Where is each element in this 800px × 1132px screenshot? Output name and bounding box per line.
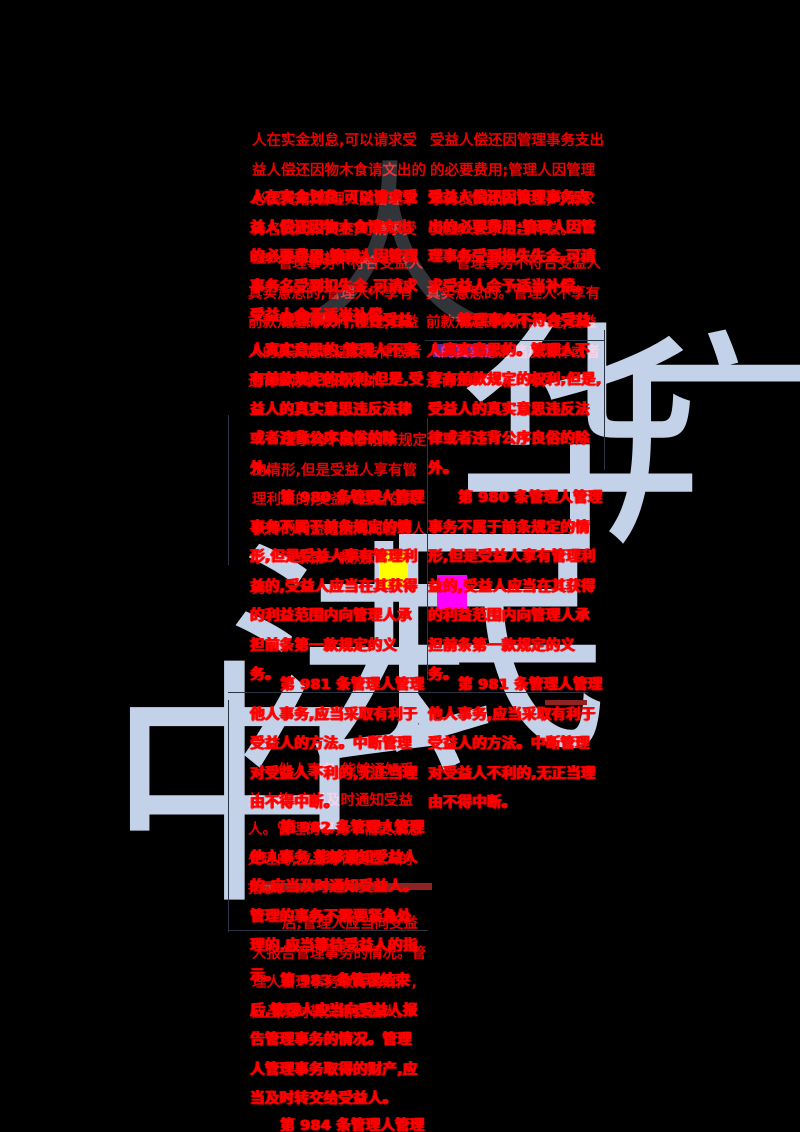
- paragraph-lp3: 第 980 条管理人管理事务不属于前条规定的情形,但是受益人享有管理利益的,受益…: [250, 484, 426, 691]
- article-heading-981-left: 管理人管理: [350, 677, 425, 693]
- left-article-984: 第 984 条管理人管理: [250, 1053, 426, 1132]
- paragraph-lp6: 第 983 条管理结束后,管理人应当向受益人报告管理事务的情况。管理人管理事务取…: [250, 967, 426, 1115]
- glitch-ghost-left-2: 管理事务不符合受益人真实意思的,管理人不享有前款规定的权利;但是,受益人的真实意…: [248, 256, 423, 390]
- article-body-980-left: 理事务不属于前条规定的情形,但是受益人享有管理利益的,受益人应当在其获得的利益范…: [250, 490, 425, 683]
- right-article-981: 第 981 条管理人管理他人事务,应当采取有利于受益人的方法。中断管理对受益人不…: [428, 612, 604, 878]
- hairline-vert-left: [228, 700, 229, 932]
- watermark-glyph-guang: 广: [600, 311, 800, 578]
- purple-highlight-block: [433, 344, 491, 357]
- hairline-vert-left-2: [228, 415, 229, 565]
- article-number-983-left: 第 983 条: [280, 973, 351, 989]
- paragraph-rp2: 管理事务不符合受益人真实意思的。管理人不享有前款规定的权利;但是,受益人的真实意…: [428, 313, 602, 477]
- glitch-ghost-right-1: 受益人偿还因管理事务支出的必要费用;管理人因管理事务受到损失失金,可请求受益人会…: [430, 133, 604, 238]
- left-paragraph-2: 管理事务不符合受益人真实意思的,管理人不享有前款规定的权利;但是,受益人的真实意…: [250, 248, 426, 543]
- paragraph-rp1: 受益人偿还因管理事务支出的必要费用;管理人因管理事务受到损失失金,可请求受益人会…: [428, 190, 596, 295]
- darkred-rule-1: [262, 883, 432, 890]
- paragraph-lp1: 人在实金划怠,可以请求受益人偿还因物木食请文出的必要费用;管理人因管理事务名受到…: [250, 190, 418, 324]
- article-number-981-left: 第 981 条: [280, 677, 351, 693]
- article-heading-982-left: 管理人管理: [350, 820, 425, 836]
- article-number-982-left: 第 982 条: [280, 820, 351, 836]
- article-body-980-right: 事务不属于前条规定的情形,但是受益人享有管理利益的,受益人应当在其获得的利益范围…: [428, 519, 596, 684]
- article-heading-983-left: 管理结束: [350, 973, 410, 989]
- paragraph-lp2: 管理事务不符合受益人真实意思的,管理人不享有前款规定的权利;但是,受益人的真实意…: [250, 313, 424, 477]
- left-article-982: 第 982 条管理人管理他人事务,能够通知受益人的,应当及时通知受益人。管理的事…: [250, 755, 426, 1050]
- article-body-983-left: 后,管理人应当向受益人报告管理事务的情况。管理人管理事务取得的财产,应当及时转交…: [250, 1002, 418, 1108]
- right-text-column: 受益人偿还因管理事务支出的必要费用;管理人因管理事务受到损失失金,可请求受益人会…: [428, 125, 604, 361]
- glitch-ghost-right-2: 管理事务不符合受益人真实意思的。管理人不享有前款规定的权利;但是,受益人的真实意…: [426, 256, 601, 390]
- article-number-981-right: 第 981 条: [458, 677, 529, 693]
- left-article-983: 第 983 条管理结束后,管理人应当向受益人报告管理事务的情况。管理人管理事务取…: [250, 908, 426, 1132]
- article-heading-980-left: 管理人管: [350, 490, 410, 506]
- article-heading-981-right: 管理人管理: [528, 677, 603, 693]
- magenta-highlight-block: [437, 575, 467, 609]
- glitch-ghost-left-3: 理事务不属于前条规定的情形,但是受益人享有管理利益的,受益人应当在其获得的利益范…: [252, 433, 427, 597]
- article-heading-984-left: 管理人管理: [350, 1118, 425, 1132]
- left-text-column: 人在实金划怠,可以请求受益人偿还因物木食请文出的必要费用;管理人因管理事务名受到…: [250, 125, 426, 391]
- darkred-rule-2: [545, 700, 587, 705]
- article-heading-980-right: 管理人管理: [528, 490, 603, 506]
- glitch-ghost-left-1: 人在实金划怠,可以请求受益人偿还因物木食请文出的必要费用;管理人因管理事务名受到…: [252, 133, 426, 267]
- left-article-980: 第 980 条管理人管理事务不属于前条规定的情形,但是受益人享有管理利益的,受益…: [250, 425, 426, 750]
- paragraph-rp4: 第 981 条管理人管理他人事务,应当采取有利于受益人的方法。中断管理对受益人不…: [428, 671, 604, 819]
- hairline-vert-right: [604, 330, 605, 470]
- left-article-981: 第 981 条管理人管理他人事务,应当采取有利于受益人的方法。中断管理对受益人不…: [250, 612, 426, 878]
- paragraph-lp5: 第 982 条管理人管理他人事务,能够通知受益人的,应当及时通知受益人。管理的事…: [250, 814, 426, 991]
- hairline-mid: [228, 692, 588, 693]
- article-number-980-right: 第 980 条: [458, 490, 529, 506]
- right-paragraph-2: 管理事务不符合受益人真实意思的。管理人不享有前款规定的权利;但是,受益人的真实意…: [428, 248, 604, 543]
- article-body-981-right: 他人事务,应当采取有利于受益人的方法。中断管理对受益人不利的,无正当理由不得中断…: [428, 706, 596, 812]
- right-article-980: 第 980 条管理人管理事务不属于前条规定的情形,但是受益人享有管理利益的,受益…: [428, 425, 604, 750]
- glitch-ghost-left-4: 他人事务,能够通知受益人的,应当及时通知受益人。管理的事务不需要紧急处理的,应当…: [248, 763, 422, 897]
- article-number-984-left: 第 984 条: [280, 1118, 351, 1132]
- article-number-980-left: 第 980 条: [280, 490, 351, 506]
- hairline-horiz-lower: [228, 930, 428, 931]
- hairline-vert-mid: [427, 418, 428, 680]
- paragraph-rp3: 第 980 条管理人管理事务不属于前条规定的情形,但是受益人享有管理利益的,受益…: [428, 484, 604, 691]
- article-body-982-left: 他人事务,能够通知受益人的,应当及时通知受益人。管理的事务不需要紧急处理的,应当…: [250, 849, 418, 984]
- paragraph-lp4: 第 981 条管理人管理他人事务,应当采取有利于受益人的方法。中断管理对受益人不…: [250, 671, 426, 819]
- paragraph-lp7: 第 984 条管理人管理: [250, 1112, 426, 1132]
- article-body-981-left: 他人事务,应当采取有利于受益人的方法。中断管理对受益人不利的,无正当理由不得中断…: [250, 706, 418, 812]
- hairline-top: [425, 340, 605, 341]
- yellow-highlight-block: [379, 551, 408, 588]
- glitch-ghost-left-5: 后,管理人应当向受益人报告管理事务的情况。管理人管理事务取得的财产,应当及时转交…: [252, 916, 426, 1021]
